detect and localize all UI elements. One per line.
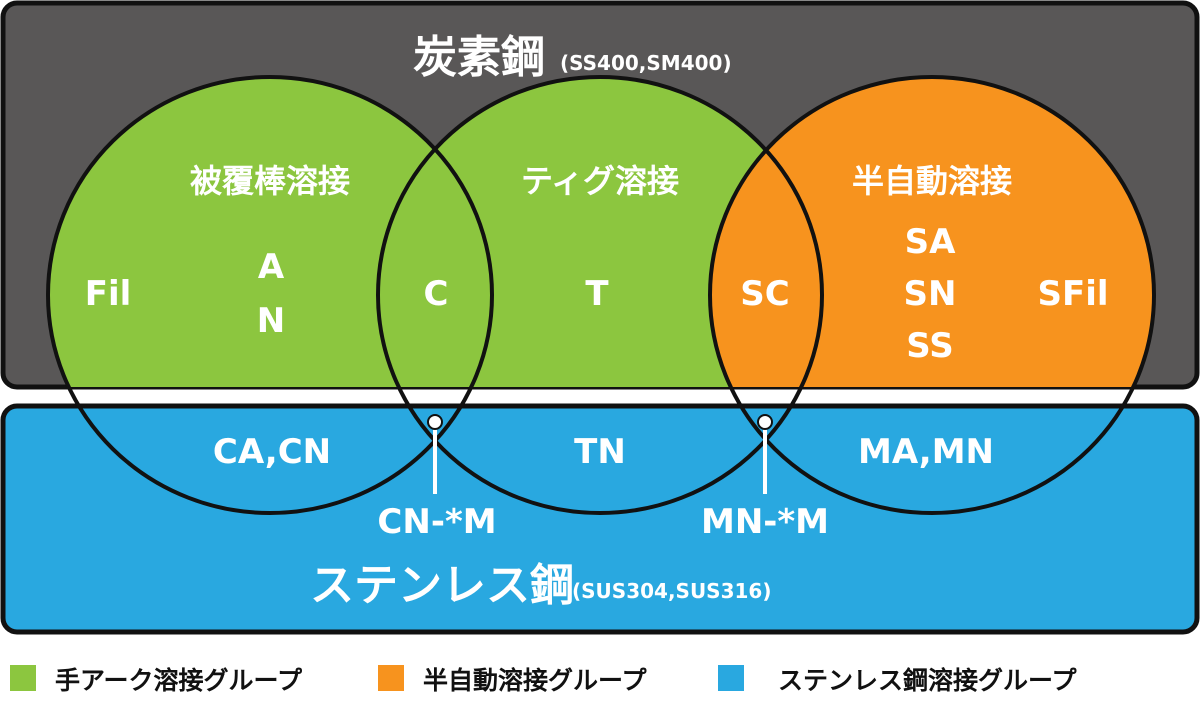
legend-label-manual-arc: 手アーク溶接グループ	[55, 666, 303, 695]
coated-welding-title: 被覆棒溶接	[190, 162, 350, 200]
code-sc: SC	[740, 274, 789, 314]
code-sfil: SFil	[1037, 274, 1108, 314]
carbon-steel-title: 炭素鋼	[413, 32, 545, 83]
tig-welding-circle	[376, 75, 824, 515]
stainless-steel-grades: (SUS304,SUS316)	[572, 579, 771, 603]
legend: 手アーク溶接グループ 半自動溶接グループ ステンレス鋼溶接グループ	[10, 665, 1078, 695]
code-cn-m: CN-*M	[377, 502, 496, 542]
legend-swatch-manual-arc	[10, 665, 36, 691]
carbon-steel-grades: (SS400,SM400)	[560, 51, 732, 75]
callout-dot-left	[427, 414, 443, 430]
code-tn: TN	[574, 432, 626, 472]
code-c: C	[424, 274, 449, 314]
legend-label-semi-auto: 半自動溶接グループ	[423, 666, 648, 695]
stainless-steel-box	[0, 403, 1200, 635]
legend-swatch-semi-auto	[378, 665, 404, 691]
code-a: A	[258, 247, 285, 287]
callout-dot-right	[757, 414, 773, 430]
code-ss: SS	[906, 326, 953, 366]
legend-swatch-stainless	[718, 665, 744, 691]
semi-auto-welding-title: 半自動溶接	[852, 162, 1012, 200]
code-sa: SA	[905, 222, 956, 262]
tig-welding-circle-fill	[378, 77, 822, 387]
code-fil: Fil	[85, 274, 132, 314]
code-ma-mn: MA,MN	[858, 432, 994, 472]
code-t: T	[585, 274, 609, 314]
legend-label-stainless: ステンレス鋼溶接グループ	[778, 666, 1078, 695]
semi-auto-welding-circle	[708, 75, 1156, 515]
semi-auto-welding-circle-fill	[710, 77, 1154, 387]
coated-welding-circle-fill	[48, 77, 492, 387]
code-ca-cn: CA,CN	[213, 432, 331, 472]
tig-welding-title: ティグ溶接	[521, 162, 679, 200]
code-sn: SN	[904, 274, 957, 314]
code-mn-m: MN-*M	[701, 502, 829, 542]
stainless-steel-title: ステンレス鋼	[310, 560, 574, 611]
code-n: N	[257, 301, 285, 341]
coated-welding-circle	[46, 75, 494, 515]
